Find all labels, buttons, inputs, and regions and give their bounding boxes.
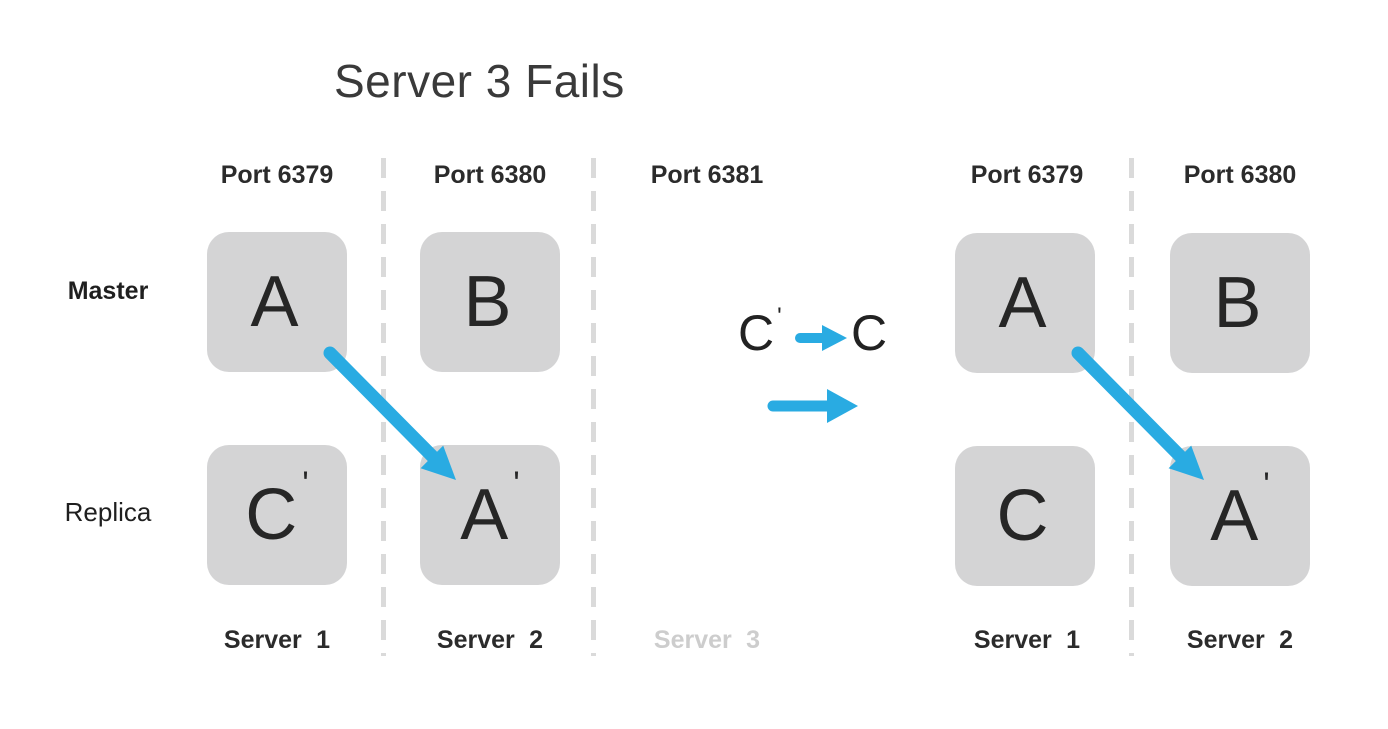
row-label-master: Master xyxy=(67,277,149,305)
node-letter: A xyxy=(998,263,1047,343)
node-left-replica-c-prime: C' xyxy=(207,445,347,585)
port-label-left-6380: Port 6380 xyxy=(433,161,547,189)
node-left-replica-a-prime: A' xyxy=(420,445,560,585)
node-letter: C xyxy=(996,476,1049,556)
node-letter: A xyxy=(250,262,299,342)
server-label-left-1: Server 1 xyxy=(223,626,331,654)
node-right-replica-c: C xyxy=(955,446,1095,586)
transition-arrow xyxy=(767,389,858,423)
transition-from-prime: ' xyxy=(777,303,782,330)
node-letter: C xyxy=(245,475,298,555)
node-prime: ' xyxy=(302,465,309,503)
server-label-left-2: Server 2 xyxy=(436,626,544,654)
transition-to-letter: C xyxy=(851,305,888,361)
port-label-right-6379: Port 6379 xyxy=(970,161,1084,189)
server-label-right-1: Server 1 xyxy=(973,626,1081,654)
node-prime: ' xyxy=(1263,466,1270,504)
node-left-master-a: A xyxy=(207,232,347,372)
server-label-right-2: Server 2 xyxy=(1186,626,1294,654)
promotion-arrow xyxy=(795,325,847,351)
port-label-right-6380: Port 6380 xyxy=(1183,161,1297,189)
node-prime: ' xyxy=(513,465,520,503)
transition-from: C' xyxy=(738,303,782,363)
node-letter: A xyxy=(1210,476,1259,556)
node-letter: A xyxy=(460,475,509,555)
transition-to: C xyxy=(851,303,887,363)
server-label-left-3-failed: Server 3 xyxy=(653,626,761,654)
node-letter: B xyxy=(463,262,512,342)
node-left-master-b: B xyxy=(420,232,560,372)
node-right-master-b: B xyxy=(1170,233,1310,373)
node-right-replica-a-prime: A' xyxy=(1170,446,1310,586)
node-letter: B xyxy=(1213,263,1262,343)
transition-from-letter: C xyxy=(738,305,775,361)
row-label-replica: Replica xyxy=(64,497,152,527)
page-title: Server 3 Fails xyxy=(334,55,625,107)
port-label-left-6381: Port 6381 xyxy=(650,161,764,189)
node-right-master-a: A xyxy=(955,233,1095,373)
port-label-left-6379: Port 6379 xyxy=(220,161,334,189)
